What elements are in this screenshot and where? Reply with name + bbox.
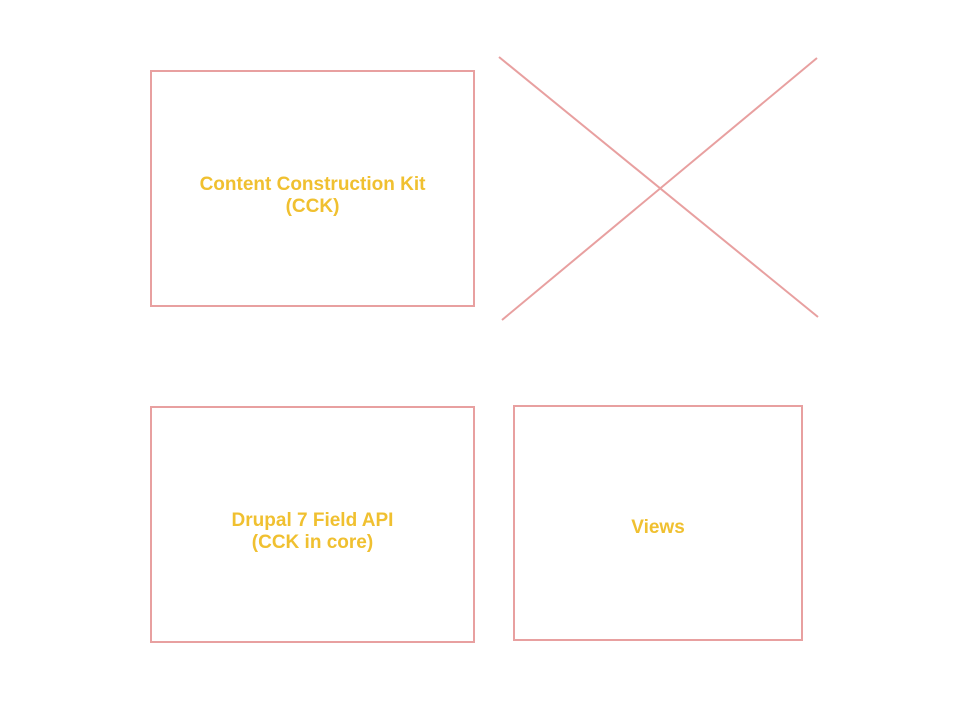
field-api-box: Drupal 7 Field API (CCK in core) xyxy=(150,406,475,643)
field-api-label: Drupal 7 Field API (CCK in core) xyxy=(231,509,394,553)
views-label: Views xyxy=(631,517,685,538)
cross-line-down xyxy=(498,56,819,318)
cck-box: Content Construction Kit (CCK) xyxy=(150,70,475,307)
cross-line-up xyxy=(501,57,818,321)
cck-label: Content Construction Kit (CCK) xyxy=(199,173,426,217)
views-box: Views xyxy=(513,405,803,641)
